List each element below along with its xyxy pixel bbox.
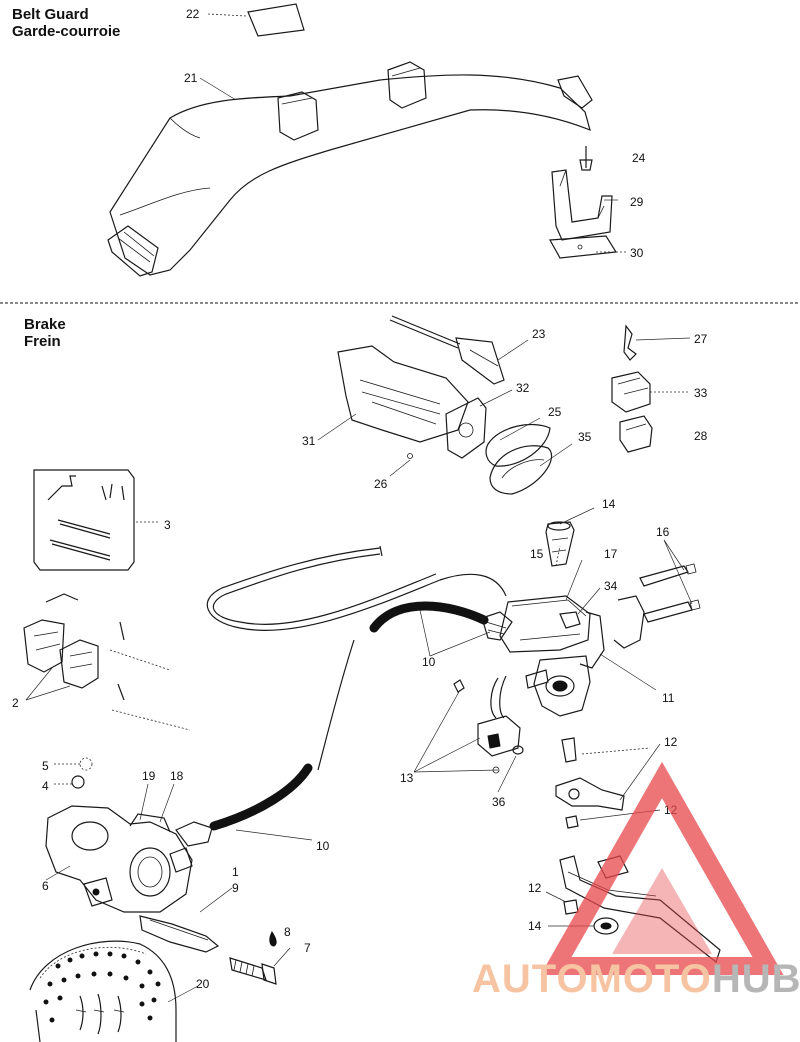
brake-title-fr: Frein <box>24 333 61 350</box>
callout-26: 26 <box>374 477 388 491</box>
callout-35: 35 <box>578 430 592 444</box>
part-36-bulb <box>512 745 524 755</box>
brake-switch <box>453 675 524 774</box>
belt-guard-heading: Belt Guard Garde-courroie <box>12 6 120 40</box>
master-cylinder <box>481 595 605 717</box>
belt-guard-title-en: Belt Guard <box>12 6 89 23</box>
callout-10a: 10 <box>422 655 436 669</box>
callout-13: 13 <box>400 771 414 785</box>
brake-heading: Brake Frein <box>24 316 66 350</box>
callout-18: 18 <box>170 769 184 783</box>
part-29-bracket <box>551 169 613 241</box>
callout-21: 21 <box>184 71 198 85</box>
part-26-bolt <box>407 453 413 459</box>
part-34-cap <box>559 611 581 629</box>
part-32-shim <box>445 397 487 459</box>
callout-7: 7 <box>304 941 311 955</box>
callout-4: 4 <box>42 779 49 793</box>
belt-guard-pad-right <box>387 61 427 109</box>
part-6-caliper-body <box>45 805 193 913</box>
part-28-spacer <box>619 415 653 453</box>
callout-1: 1 <box>232 865 239 879</box>
part-17-reservoir <box>499 595 591 653</box>
callout-15: 15 <box>530 547 544 561</box>
part-14-15-cap <box>545 521 575 567</box>
part-31-housing <box>337 345 469 443</box>
watermark-text: AUTOMOTOHUB <box>472 957 800 1001</box>
belt-guard-leaders <box>199 13 626 253</box>
part-9-bracket <box>139 915 220 953</box>
brake-small-parts-right <box>611 324 653 453</box>
belt-guard-drawing <box>107 3 618 277</box>
callout-8: 8 <box>284 925 291 939</box>
callout-10b: 10 <box>316 839 330 853</box>
callout-12a: 12 <box>664 735 678 749</box>
brake-line <box>206 545 507 771</box>
callout-27: 27 <box>694 332 708 346</box>
callout-33: 33 <box>694 386 708 400</box>
brake-upper-housing <box>337 345 553 495</box>
part-30-plate <box>549 235 618 259</box>
part-12-lever-link <box>555 777 625 811</box>
part-16-clamp <box>613 563 701 649</box>
callout-30: 30 <box>630 246 644 260</box>
belt-guard-front-latch <box>107 225 159 277</box>
callout-29: 29 <box>630 195 644 209</box>
part-10-hose-lower <box>209 763 313 831</box>
belt-guard-latch <box>557 75 593 109</box>
callout-2: 2 <box>12 696 19 710</box>
callout-19: 19 <box>142 769 156 783</box>
part-3-hardware-kit <box>33 469 135 571</box>
brake-caliper <box>45 757 220 953</box>
callout-14b: 14 <box>528 919 542 933</box>
part-22-sticker <box>247 3 305 37</box>
callout-5: 5 <box>42 759 49 773</box>
part-8-drop <box>269 931 277 947</box>
callout-20: 20 <box>196 977 210 991</box>
callout-22: 22 <box>186 7 200 21</box>
part-23-brake-rod <box>389 315 505 385</box>
part-4-nut <box>71 775 85 789</box>
callout-12c: 12 <box>528 881 542 895</box>
callout-28: 28 <box>694 429 708 443</box>
callout-6: 6 <box>42 879 49 893</box>
part-35-cap <box>489 445 553 495</box>
brake-leaders <box>25 337 693 1003</box>
part-7-bolt <box>229 931 277 985</box>
callout-24: 24 <box>632 151 646 165</box>
part-5-washer <box>79 757 93 771</box>
part-25-washer <box>485 423 551 467</box>
callout-11: 11 <box>662 691 675 705</box>
callout-17: 17 <box>604 547 618 561</box>
callout-14a: 14 <box>602 497 616 511</box>
part-20-brake-disc <box>29 940 177 1042</box>
automotohub-watermark: AUTOMOTOHUB <box>472 761 800 1001</box>
callout-9: 9 <box>232 881 239 895</box>
callout-31: 31 <box>302 434 316 448</box>
callout-16: 16 <box>656 525 670 539</box>
callout-numbers: 22 21 24 29 30 23 27 32 33 25 31 35 28 2… <box>12 7 708 991</box>
master-cylinder-body <box>533 655 591 717</box>
part-2-brake-pads <box>23 593 191 731</box>
part-33-bushing <box>611 371 651 413</box>
callout-3: 3 <box>164 518 171 532</box>
belt-guard-pad-left <box>277 91 319 141</box>
part-10-hose-upper <box>369 601 489 633</box>
belt-guard-title-fr: Garde-courroie <box>12 23 121 40</box>
callout-36: 36 <box>492 795 506 809</box>
callout-34: 34 <box>604 579 618 593</box>
watermark-triangle-logo <box>540 761 784 975</box>
brake-title-en: Brake <box>24 316 66 333</box>
callout-23: 23 <box>532 327 546 341</box>
callout-32: 32 <box>516 381 530 395</box>
part-27-clip <box>623 324 637 361</box>
callout-25: 25 <box>548 405 562 419</box>
part-21-belt-guard <box>109 74 591 276</box>
